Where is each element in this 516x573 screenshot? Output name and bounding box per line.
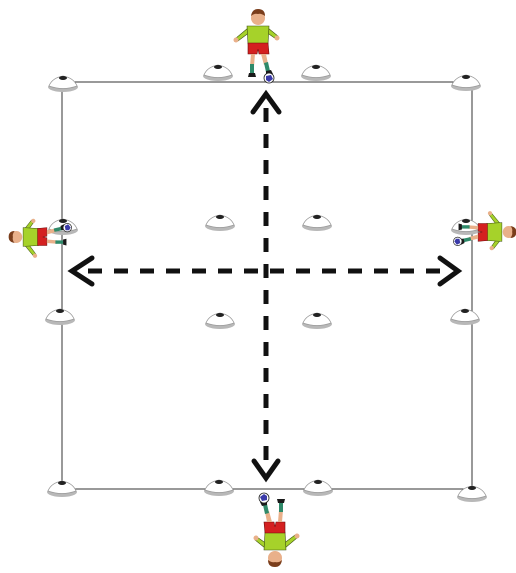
cone-center-bottom-left — [205, 313, 235, 329]
cone-center-bottom-right — [302, 313, 332, 329]
cone-bottom-inner-right — [303, 480, 333, 496]
cones — [45, 65, 487, 502]
cone-bottom-inner-left — [204, 480, 234, 496]
cone-bottom-left — [47, 481, 77, 497]
cone-center-top-left — [205, 215, 235, 231]
arrow-vertical — [253, 94, 279, 478]
cone-left-lower — [45, 309, 75, 325]
player-bottom — [254, 493, 300, 567]
player-top — [234, 9, 280, 83]
cone-right-lower — [450, 309, 480, 325]
cone-top-inner-right — [301, 65, 331, 81]
cone-top-left — [48, 76, 78, 92]
cone-bottom-right — [457, 486, 487, 502]
cone-top-inner-left — [203, 65, 233, 81]
cone-top-right — [451, 75, 481, 91]
cone-center-top-right — [302, 215, 332, 231]
